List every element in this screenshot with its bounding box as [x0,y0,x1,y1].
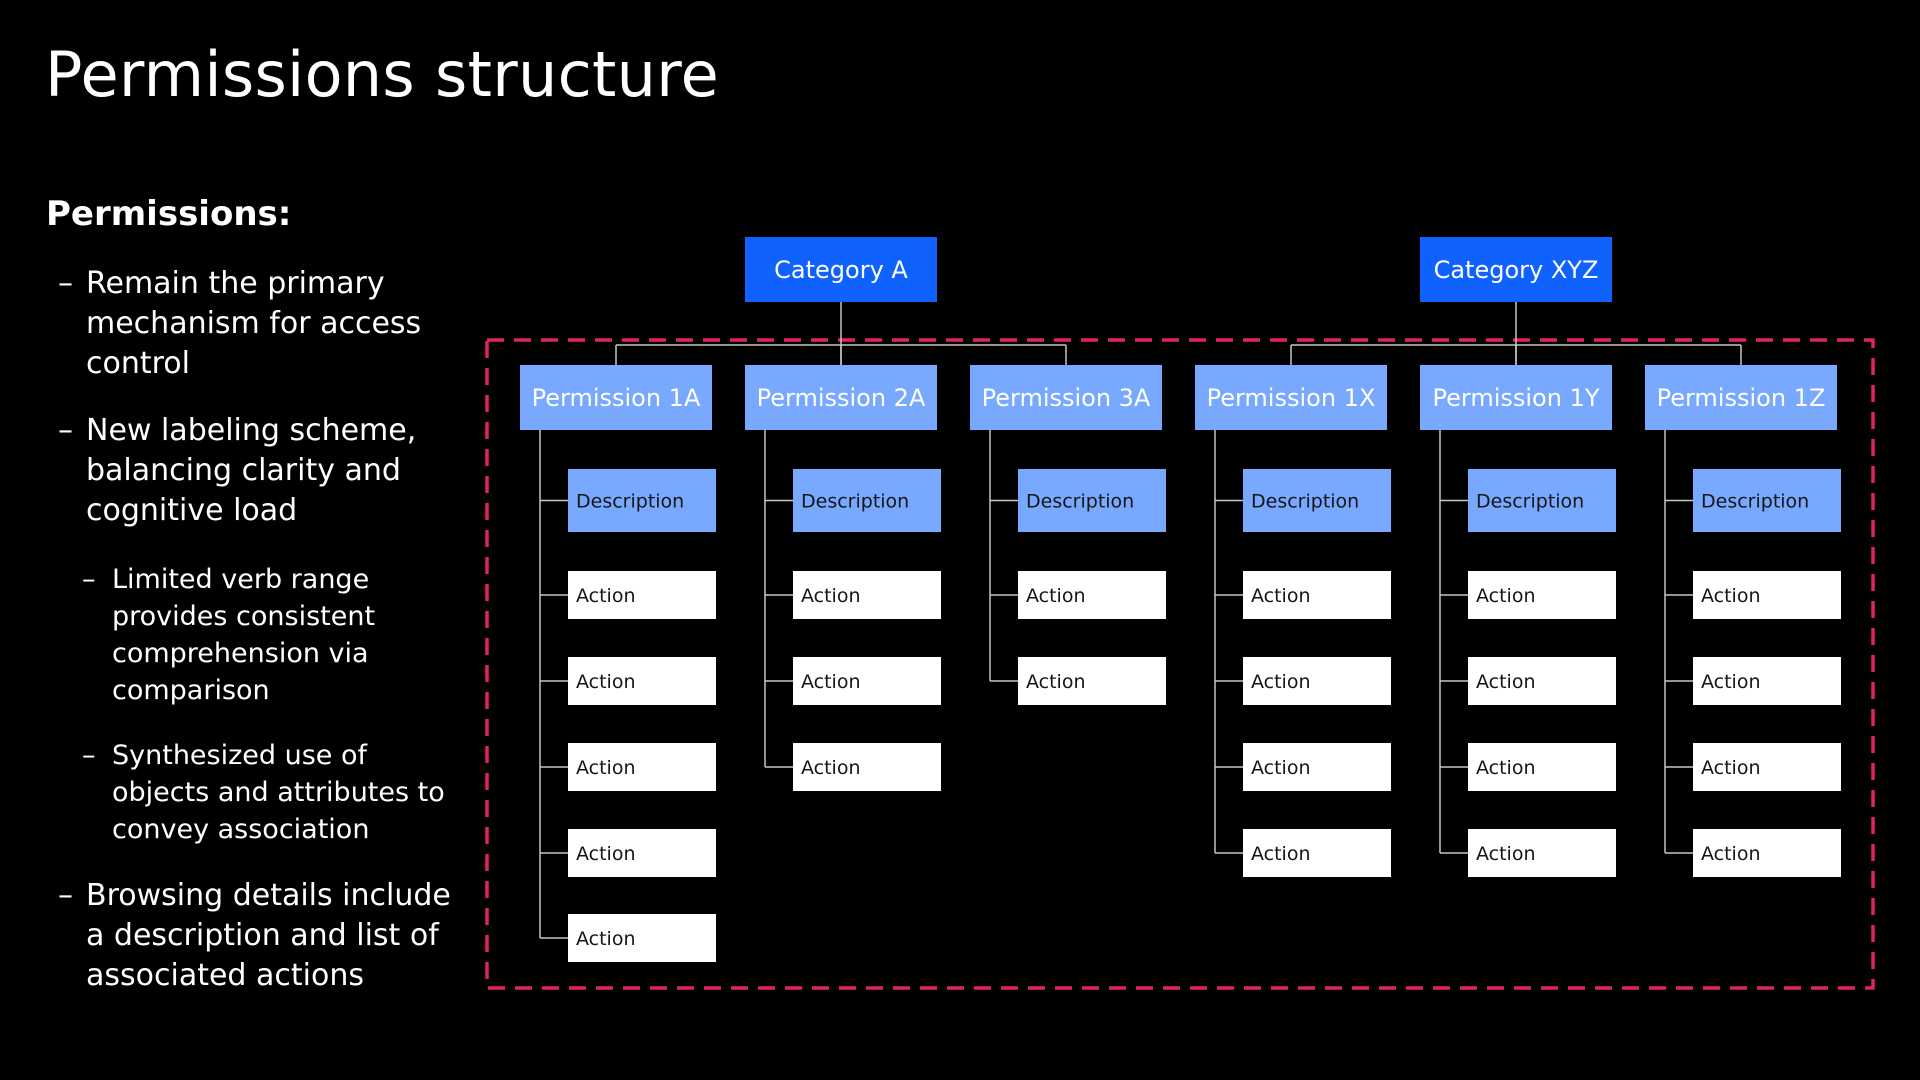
description-box [793,469,941,532]
action-box-label: Action [1476,757,1536,779]
action-box-label: Action [1701,585,1761,607]
action-box-label: Action [801,757,861,779]
permission-box [745,365,937,430]
action-box-label: Action [1701,757,1761,779]
action-box-label: Action [1701,671,1761,693]
permission-box [1195,365,1387,430]
permission-box [1645,365,1837,430]
action-box-label: Action [801,671,861,693]
action-box-label: Action [1476,585,1536,607]
bullet-item: – Remain the primary mechanism for acces… [46,264,466,384]
action-box-label: Action [1251,671,1311,693]
bullet-text: Remain the primary mechanism for access … [86,266,422,381]
permission-box-label: Permission 3A [982,384,1151,412]
bullet-dash: – [58,878,73,913]
category-box-label: Category A [774,256,908,284]
action-box-label: Action [576,585,636,607]
permission-box-label: Permission 1X [1207,384,1376,412]
action-box [1693,743,1841,791]
permission-box [520,365,712,430]
action-box [1243,657,1391,705]
action-box [1018,571,1166,619]
action-box-label: Action [576,843,636,865]
description-box [1243,469,1391,532]
action-box [568,743,716,791]
bullet-item: – New labeling scheme, balancing clarity… [46,411,466,848]
action-box [1468,829,1616,877]
action-box-label: Action [1251,585,1311,607]
action-box [1468,571,1616,619]
action-box-label: Action [576,928,636,950]
description-box-label: Description [576,490,684,512]
sub-bullet-text: Synthesized use of objects and attribute… [112,740,445,845]
action-box-label: Action [1251,757,1311,779]
action-box-label: Action [576,757,636,779]
description-box-label: Description [1026,490,1134,512]
action-box [1693,657,1841,705]
action-box [1693,829,1841,877]
action-box [568,829,716,877]
bullet-text: Browsing details include a description a… [86,878,451,993]
permission-box-label: Permission 1Y [1432,384,1599,412]
action-box-label: Action [1026,585,1086,607]
permission-box [1420,365,1612,430]
permission-box-label: Permission 1Z [1657,384,1826,412]
category-box [1420,237,1612,302]
action-box-label: Action [1476,671,1536,693]
bullet-dash: – [58,266,73,301]
action-box-label: Action [1251,843,1311,865]
action-box-label: Action [576,671,636,693]
action-box [1243,571,1391,619]
description-box-label: Description [1701,490,1809,512]
description-box [1693,469,1841,532]
description-box-label: Description [1251,490,1359,512]
action-box [1243,829,1391,877]
description-box [568,469,716,532]
action-box-label: Action [801,585,861,607]
description-box-label: Description [801,490,909,512]
panel-heading: Permissions: [46,194,292,234]
permissions-panel: Permissions: – Remain the primary mechan… [46,194,466,1023]
sub-bullet-item: – Limited verb range provides consistent… [72,561,466,709]
action-box [1468,657,1616,705]
action-box [568,657,716,705]
permission-box-label: Permission 2A [757,384,926,412]
action-box [793,657,941,705]
dashed-group-border [485,338,1875,990]
action-box-label: Action [1701,843,1761,865]
bullet-item: – Browsing details include a description… [46,876,466,996]
action-box [1468,743,1616,791]
bullet-dash: – [82,564,96,595]
sub-bullet-text: Limited verb range provides consistent c… [112,564,376,706]
action-box-label: Action [1026,671,1086,693]
action-box [1243,743,1391,791]
action-box [568,571,716,619]
bullet-list: – Remain the primary mechanism for acces… [46,264,466,996]
action-box [793,743,941,791]
category-box [745,237,937,302]
sub-bullet-item: – Synthesized use of objects and attribu… [72,737,466,848]
action-box [1693,571,1841,619]
permission-box [970,365,1162,430]
bullet-text: New labeling scheme, balancing clarity a… [86,413,417,528]
description-box [1018,469,1166,532]
description-box-label: Description [1476,490,1584,512]
bullet-dash: – [82,740,96,771]
description-box [1468,469,1616,532]
permission-box-label: Permission 1A [532,384,701,412]
bullet-dash: – [58,413,73,448]
slide-title: Permissions structure [45,38,720,111]
action-box [1018,657,1166,705]
sub-bullet-list: – Limited verb range provides consistent… [72,561,466,848]
category-box-label: Category XYZ [1434,256,1599,284]
action-box-label: Action [1476,843,1536,865]
action-box [568,914,716,962]
action-box [793,571,941,619]
